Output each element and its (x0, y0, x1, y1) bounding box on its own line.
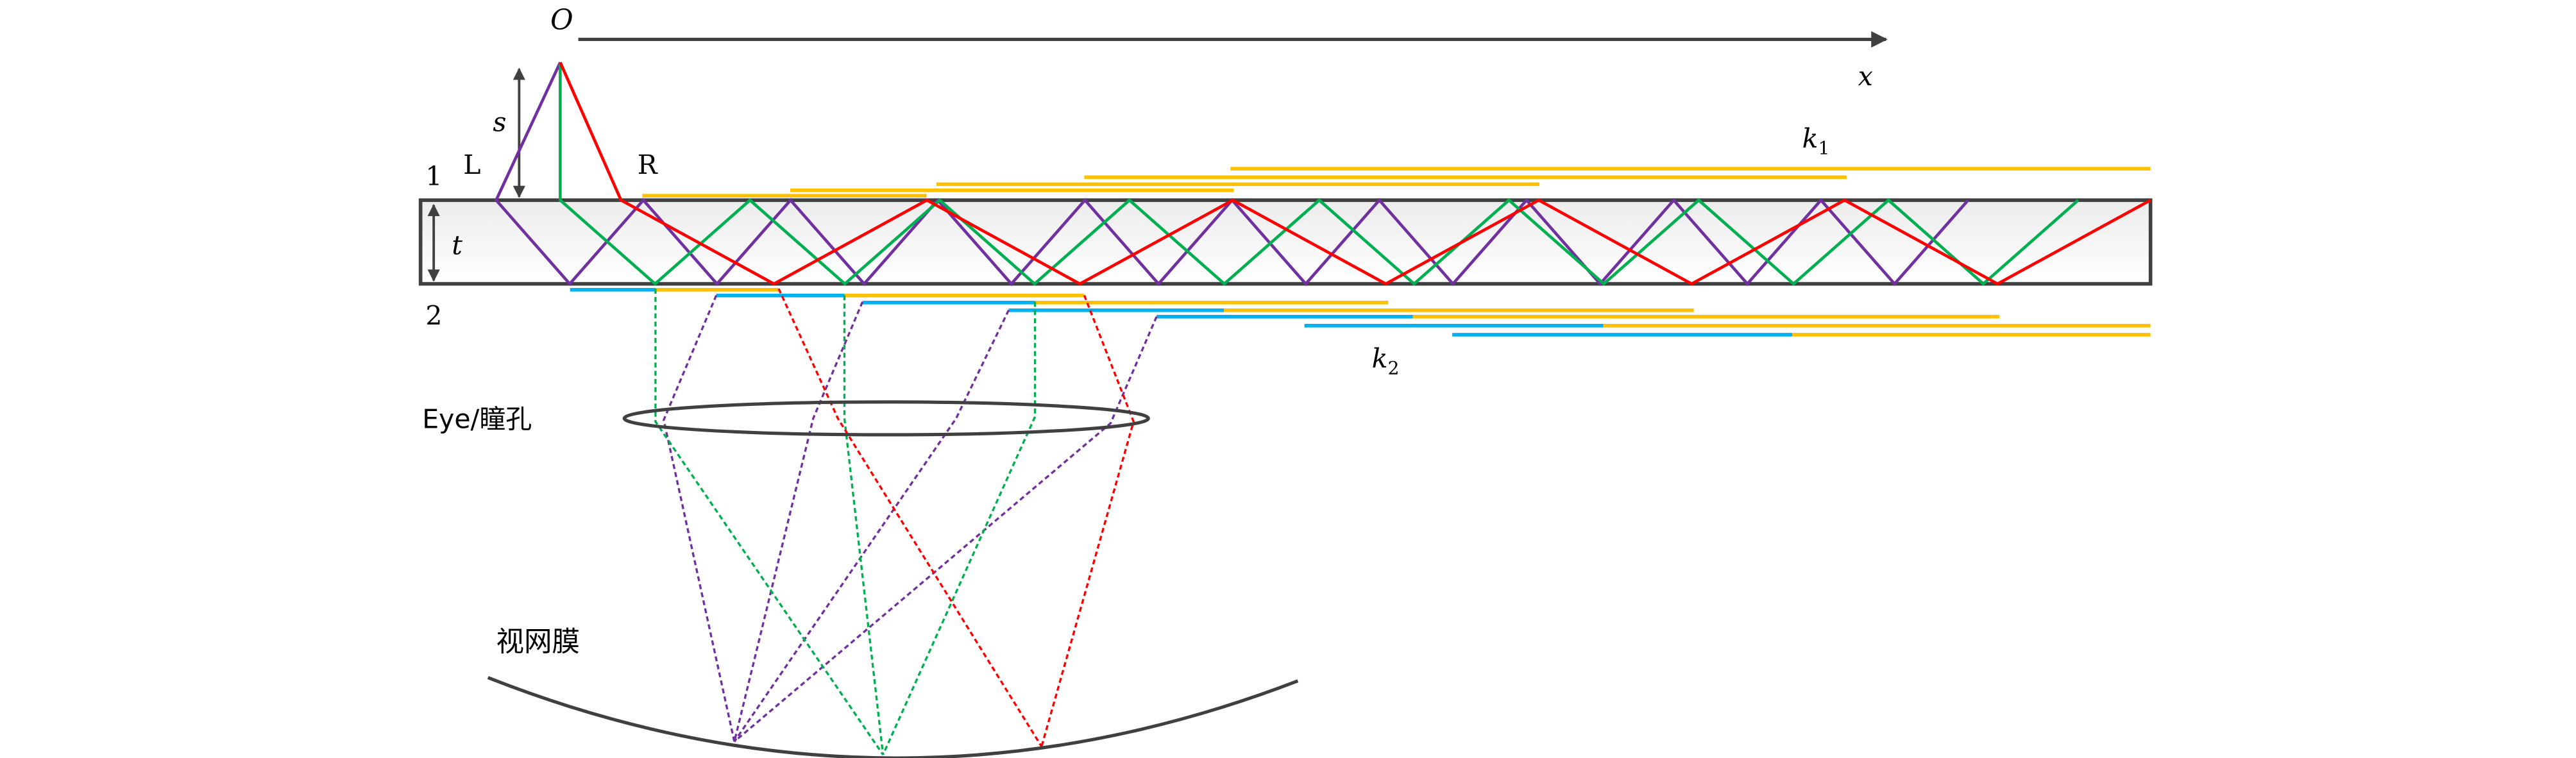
right-label: R (638, 149, 658, 180)
left-eye-ray (733, 309, 1010, 743)
right-ray-path (559, 62, 2151, 286)
eye-pupil-label: Eye/瞳孔 (422, 404, 532, 435)
t-label: t (452, 230, 462, 261)
right-eye-ray (777, 288, 1043, 747)
retina-label: 视网膜 (496, 627, 580, 659)
surface-1-label: 1 (425, 161, 442, 192)
left-eye-ray (662, 294, 736, 742)
k2-label: k2 (1372, 343, 1400, 378)
right-eye-ray (1040, 294, 1135, 747)
output-segments (570, 167, 2151, 337)
eye-rays (654, 288, 1158, 755)
center-eye-ray (654, 289, 885, 755)
x-axis-label: x (1858, 61, 1873, 92)
origin-label: O (550, 4, 573, 37)
left-label: L (463, 149, 480, 180)
waveguide-plate (418, 198, 2153, 286)
retina-arc (487, 676, 1299, 758)
k1-label: k1 (1802, 123, 1830, 158)
ray-paths (494, 62, 2151, 287)
pupil-ellipse (622, 400, 1150, 437)
s-label: s (493, 107, 506, 138)
center-eye-ray (882, 301, 1037, 755)
left-ray-path (494, 62, 1970, 287)
center-ray-path (559, 62, 2080, 286)
left-eye-ray (733, 301, 864, 742)
left-eye-ray (733, 316, 1158, 743)
surface-2-label: 2 (425, 301, 442, 332)
center-eye-ray (843, 295, 885, 755)
